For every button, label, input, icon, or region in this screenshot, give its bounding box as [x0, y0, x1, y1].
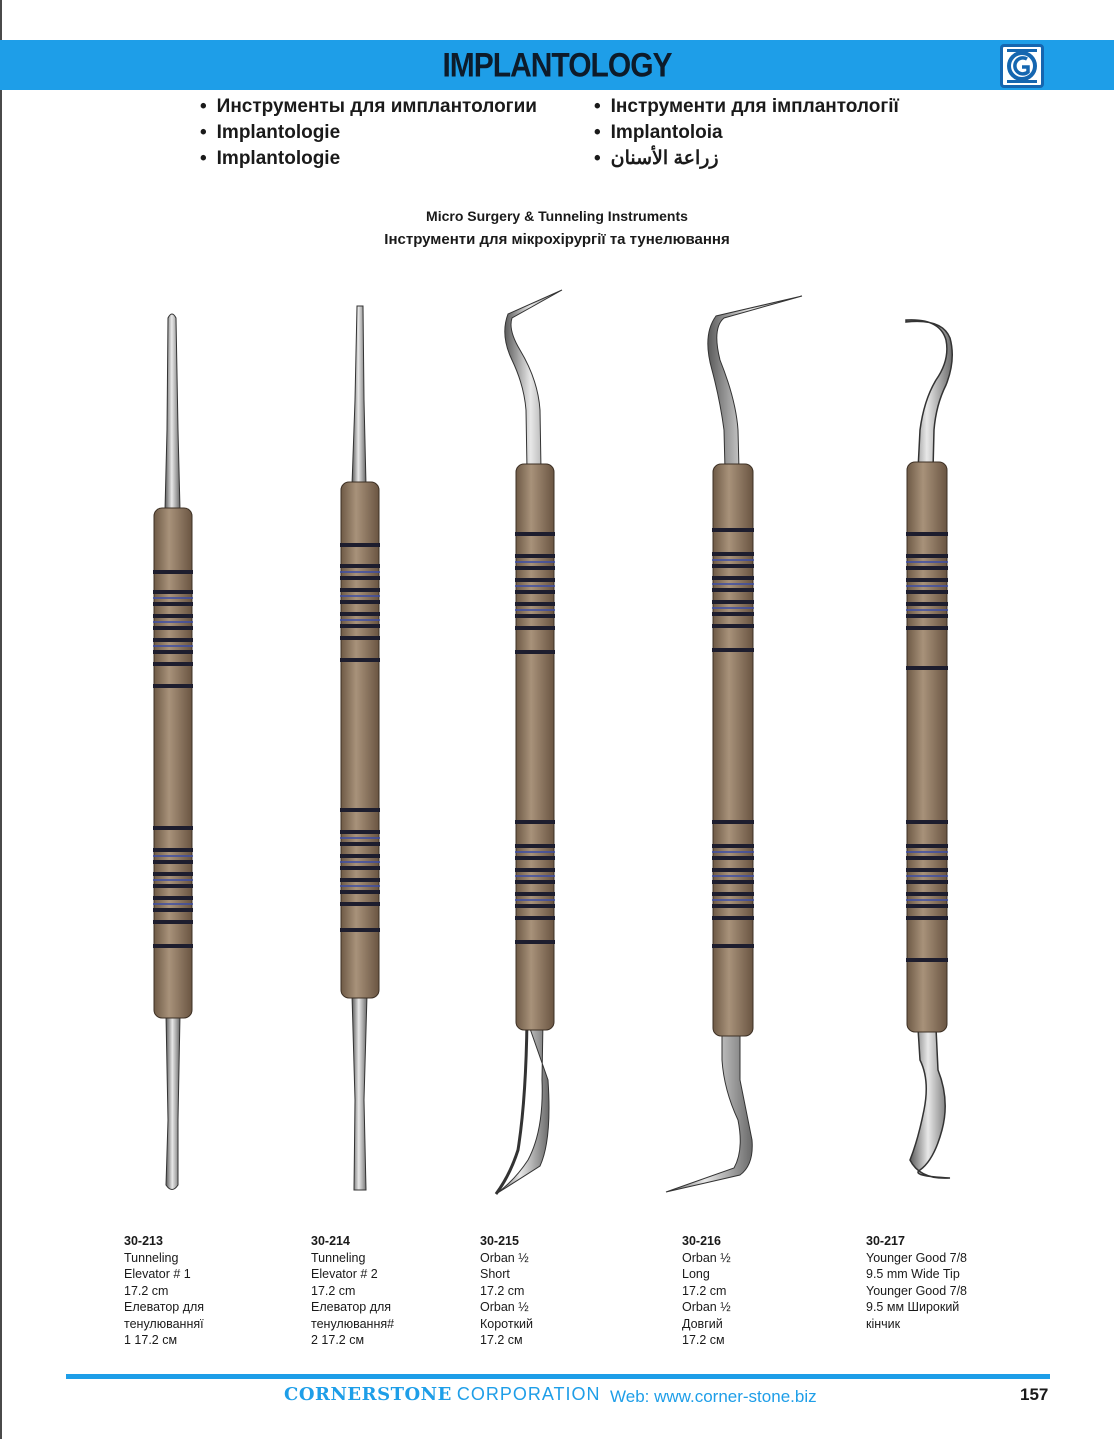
- instrument-30-214: [340, 305, 380, 1191]
- product-line: Довгий: [682, 1316, 723, 1331]
- product-line: 17.2 cm: [311, 1283, 356, 1298]
- product-line: 17.2 cm: [480, 1283, 525, 1298]
- instrument-illustrations: [153, 289, 953, 1195]
- product-line: 2 17.2 см: [311, 1333, 365, 1347]
- product-line: Tunneling: [311, 1250, 366, 1265]
- product-line: 9.5 mm Wide Tip: [866, 1267, 960, 1281]
- product-line: 17.2 см: [480, 1333, 523, 1347]
- instrument-30-217: [905, 319, 953, 1179]
- page-number: 157: [1020, 1385, 1049, 1404]
- product-line: 17.2 cm: [124, 1283, 169, 1298]
- product-code: 30-217: [866, 1234, 905, 1248]
- language-item: Implantologie: [200, 120, 537, 146]
- product-line: Younger Good 7/8: [866, 1283, 968, 1298]
- language-list-right: Інструменти для імплантології Implantolo…: [594, 94, 899, 172]
- section-title-ua: Інструменти для мікрохірургії та тунелюв…: [384, 231, 730, 248]
- product-line: Younger Good 7/8: [866, 1250, 968, 1265]
- product-line: 17.2 cm: [682, 1283, 727, 1298]
- product-line: Orban ½: [480, 1250, 529, 1265]
- product-line: Long: [682, 1267, 710, 1281]
- product-line: Елеватор для: [311, 1300, 392, 1314]
- product-code: 30-216: [682, 1234, 721, 1248]
- product-code: 30-213: [124, 1234, 163, 1248]
- product-line: Orban ½: [682, 1250, 731, 1265]
- instrument-30-216: [665, 295, 803, 1193]
- instrument-30-213: [153, 313, 193, 1190]
- product-line: 17.2 см: [682, 1333, 725, 1347]
- product-line: Elevator # 1: [124, 1267, 191, 1281]
- page-title: IMPLANTOLOGY: [442, 46, 672, 85]
- page-border: [0, 0, 2, 1439]
- product-line: 1 17.2 см: [124, 1333, 178, 1347]
- product-caption-30-214: 30-214 Tunneling Elevator # 2 17.2 cm Ел…: [311, 1233, 486, 1349]
- product-line: Елеватор для: [124, 1300, 205, 1314]
- product-code: 30-214: [311, 1234, 350, 1248]
- header-bar: [0, 40, 1114, 90]
- language-item: Implantoloia: [594, 120, 899, 146]
- product-line: Orban ½: [480, 1300, 529, 1314]
- language-list-left: Инструменты для имплантологии Implantolo…: [200, 94, 537, 172]
- footer-brand-suffix: CORPORATION: [456, 1384, 601, 1404]
- product-line: Tunneling: [124, 1250, 179, 1265]
- product-line: Short: [480, 1267, 510, 1281]
- footer-brand-name: CORNERSTONE: [284, 1384, 452, 1405]
- cornerstone-logo-icon: [1000, 44, 1044, 88]
- product-caption-30-217: 30-217 Younger Good 7/8 9.5 mm Wide Tip …: [866, 1233, 1041, 1332]
- product-line: кінчик: [866, 1316, 901, 1331]
- product-line: тенулювання#: [311, 1316, 395, 1331]
- product-caption-30-213: 30-213 Tunneling Elevator # 1 17.2 cm Ел…: [124, 1233, 299, 1349]
- product-line: Короткий: [480, 1316, 534, 1331]
- product-line: 9.5 мм Широкий: [866, 1300, 960, 1314]
- footer-divider: [66, 1374, 1050, 1379]
- product-caption-30-215: 30-215 Orban ½ Short 17.2 cm Orban ½ Кор…: [480, 1233, 655, 1349]
- language-item: Інструменти для імплантології: [594, 94, 899, 120]
- language-item: Implantologie: [200, 146, 537, 172]
- language-item: زراعة الأسنان: [594, 146, 899, 172]
- product-line: Elevator # 2: [311, 1267, 378, 1281]
- section-title-en: Micro Surgery & Tunneling Instruments: [426, 208, 688, 224]
- product-line: Orban ½: [682, 1300, 731, 1314]
- product-code: 30-215: [480, 1234, 519, 1248]
- product-caption-30-216: 30-216 Orban ½ Long 17.2 cm Orban ½ Довг…: [682, 1233, 857, 1349]
- footer-website-link[interactable]: Web: www.corner-stone.biz: [610, 1387, 817, 1406]
- product-line: тенулюванняї: [124, 1316, 204, 1331]
- language-item: Инструменты для имплантологии: [200, 94, 537, 120]
- instrument-30-215: [494, 289, 563, 1195]
- footer-brand: CORNERSTONE CORPORATION: [284, 1384, 601, 1405]
